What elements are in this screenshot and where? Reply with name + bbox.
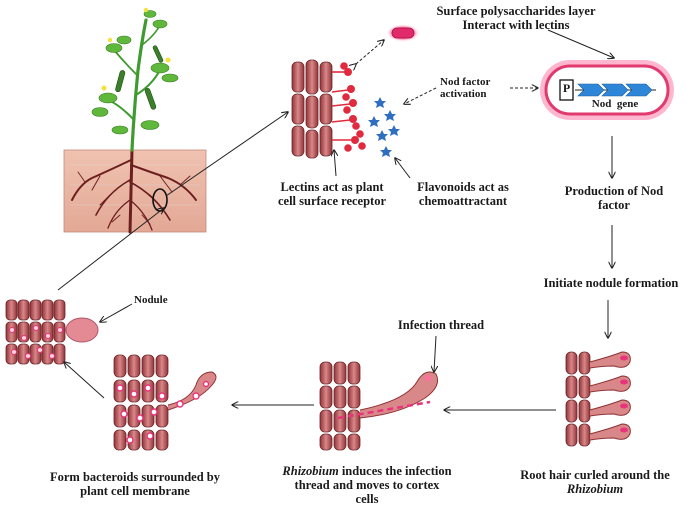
infection-thread-cell-block <box>319 361 439 451</box>
arrow-flavonoid-label <box>395 158 411 179</box>
root-hair-rhizobium: Rhizobium <box>566 482 624 496</box>
rhizobium-induces-label: Rhizobium induces the infection thread a… <box>282 464 452 506</box>
bacterium-nod-gene <box>540 60 674 120</box>
pods <box>115 45 164 110</box>
arrow-surface-to-bacterium <box>547 29 614 58</box>
promoter-p-label: P <box>562 81 571 95</box>
nodule-cell-block <box>5 299 99 365</box>
flow-arrows <box>57 29 614 410</box>
rhizobium-bacterium <box>386 24 420 42</box>
root-hair-curled-label: Root hair curled around the Rhizobium <box>500 468 690 496</box>
nod-factor-activation-label: Nod factor activation <box>440 76 491 101</box>
lectin-bacterium-link <box>356 40 384 64</box>
cell-wall-top <box>291 59 400 159</box>
arrow-bacteroid-to-nodule <box>64 362 105 399</box>
arrow-plant-to-cells <box>165 112 288 197</box>
infection-thread-label: Infection thread <box>397 318 485 332</box>
arrow-lectins-label <box>334 150 336 177</box>
leaves <box>91 10 179 135</box>
arrow-nodule-label <box>100 303 133 322</box>
nod-gene-label: Nod gene <box>591 98 639 110</box>
rhizobium-rest: induces the infection thread and moves t… <box>294 464 452 506</box>
flavonoids-label: Flavonoids act as chemoattractant <box>417 180 509 208</box>
rhizobium-word: Rhizobium <box>282 464 339 478</box>
promoter-box <box>559 79 574 101</box>
nodule-label: Nodule <box>134 294 168 306</box>
curled-root-hair <box>359 371 439 419</box>
soil-block <box>63 149 207 233</box>
initiate-nodule-label: Initiate nodule formation <box>543 276 679 290</box>
plant-illustration <box>63 7 207 234</box>
root-hair-cell-block <box>565 351 631 447</box>
nodule-bulge <box>65 317 99 343</box>
surface-polysaccharides-label: Surface polysaccharides layer Interact w… <box>436 4 596 32</box>
bacteroid-cell-block <box>113 354 217 451</box>
infection-thread-1 <box>167 371 217 411</box>
arrow-nodule-to-plant <box>57 208 164 291</box>
bacteroids-label: Form bacteroids surrounded by plant cell… <box>49 470 221 498</box>
production-nod-factor-label: Production of Nod factor <box>564 184 664 212</box>
root-hair-line1: Root hair curled around the <box>520 468 670 482</box>
arrow-infection-thread-label <box>434 335 436 372</box>
arrow-nod-activation-label <box>404 87 437 104</box>
flavonoid-molecules <box>368 97 400 157</box>
lectin-receptors <box>331 62 366 152</box>
lectins-label: Lectins act as plant cell surface recept… <box>277 180 387 208</box>
flowers <box>101 7 171 91</box>
